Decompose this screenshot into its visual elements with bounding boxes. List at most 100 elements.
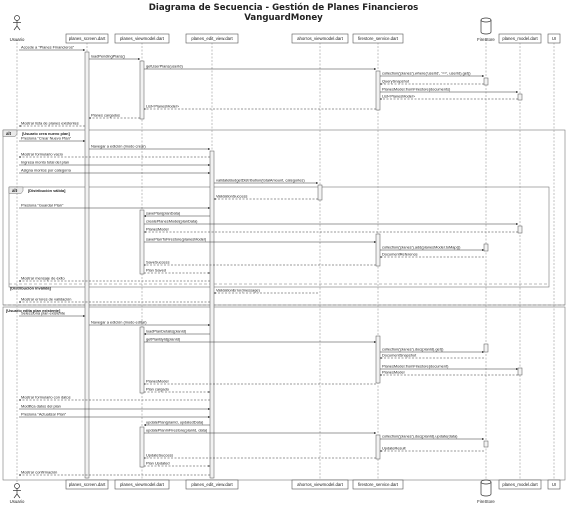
message-17: ValidationSuccess xyxy=(214,194,318,200)
message-31: Navegar a edición (modo editar) xyxy=(89,320,211,327)
message-27: Mostrar mensaje de éxito xyxy=(19,276,210,282)
message-45: collection('planes').doc(planId).update(… xyxy=(380,434,485,441)
message-label: collection('planes').doc(planId).get() xyxy=(382,347,444,352)
message-label: PlanesModel xyxy=(146,227,169,232)
activation-firestore xyxy=(375,233,381,267)
participant-label: planes_model.dart xyxy=(502,482,538,487)
message-23: collection('planes').add(planesModel.toM… xyxy=(380,245,485,252)
message-24: DocumentReference xyxy=(380,252,484,258)
diagram-title-line2: VanguardMoney xyxy=(244,13,323,23)
message-43: updatePlan(planId, updatedData) xyxy=(143,420,210,427)
message-label: Plan Saved xyxy=(146,268,166,273)
message-14: Ingresa monto total del plan xyxy=(19,160,211,167)
message-label: Presiona "Guardar Plan" xyxy=(21,203,64,208)
message-label: Plan cargado xyxy=(146,387,169,392)
message-label: PlanesModel xyxy=(146,379,169,384)
participant-box xyxy=(498,33,542,44)
participant-box xyxy=(185,479,239,490)
message-label: Ingresa monto total del plan xyxy=(21,160,69,165)
message-label: ValidationError(message) xyxy=(216,288,261,293)
message-label: UpdateSuccess xyxy=(146,453,173,458)
message-47: UpdateSuccess xyxy=(144,453,376,459)
message-label: Mostrar errores de validación xyxy=(21,297,71,302)
message-26: Plan Saved xyxy=(144,268,210,274)
fragment-condition-else: [Distribución inválida] xyxy=(10,286,52,291)
message-label: collection('planes').where('userId', '==… xyxy=(382,71,471,76)
message-32: loadPlanDetails(planId) xyxy=(143,329,210,336)
fragment-condition: [Usuario crea nuevo plan] xyxy=(22,131,70,136)
message-15: Asigna montos por categoría xyxy=(19,168,211,175)
participant-usuario-top: Usuario xyxy=(10,15,25,42)
activation-firestore xyxy=(375,434,381,460)
fragment-4: [Usuario edita plan existente] xyxy=(2,306,566,481)
message-37: PlanesModel xyxy=(380,370,518,376)
message-3: getUserPlans(userId) xyxy=(144,64,377,71)
message-label: UpdateResult xyxy=(382,446,406,451)
participant-model-bottom: planes_model.dart xyxy=(498,479,542,490)
diagram-title-line1: Diagrama de Secuencia - Gestión de Plane… xyxy=(148,3,419,13)
message-label: createPlanesModel(planData) xyxy=(146,219,198,224)
participant-viewmodel-bottom: planes_viewmodel.dart xyxy=(114,479,170,490)
actor-icon xyxy=(14,15,20,21)
message-20: createPlanesModel(planData) xyxy=(144,219,519,226)
message-8: List<PlanesModel> xyxy=(144,104,376,110)
database-icon xyxy=(480,20,492,35)
activation-screen xyxy=(84,51,90,479)
message-label: updatePlan(planId, updatedData) xyxy=(146,420,204,425)
participant-box xyxy=(65,479,109,490)
message-48: Plan Updated xyxy=(144,461,210,467)
participant-box xyxy=(291,33,349,44)
participant-label: planes_viewmodel.dart xyxy=(120,482,165,487)
message-label: List<PlanesModel> xyxy=(146,104,180,109)
participant-box xyxy=(65,33,109,44)
message-label: Planes cargados xyxy=(91,113,120,118)
message-label: savePlanToFirestore(planesModel) xyxy=(146,237,207,242)
participant-label: FireStore xyxy=(477,499,495,504)
message-44: updatePlanInFirestore(planId, data) xyxy=(144,428,377,435)
message-label: DocumentReference xyxy=(382,252,418,257)
participant-firestore-top: firestore_service.dart xyxy=(352,33,404,44)
message-label: QuerySnapshot xyxy=(382,79,410,84)
message-1: Accede a "Planes Financieros" xyxy=(19,45,86,52)
activation-firebase xyxy=(483,343,489,353)
participant-box xyxy=(114,479,170,490)
participant-viewmodel-top: planes_viewmodel.dart xyxy=(114,33,170,44)
message-22: savePlanToFirestore(planesModel) xyxy=(144,237,377,244)
activation-viewmodel xyxy=(139,60,145,120)
participant-label: UI xyxy=(552,482,556,487)
message-label: savePlan(planData) xyxy=(146,211,181,216)
message-46: UpdateResult xyxy=(380,446,484,452)
activation-viewmodel xyxy=(139,209,145,275)
participant-label: planes_edit_view.dart xyxy=(191,36,233,41)
activation-viewmodel xyxy=(139,326,145,394)
message-33: getPlanById(planId) xyxy=(144,337,377,344)
message-label: Plan Updated xyxy=(146,461,170,466)
message-9: Planes cargados xyxy=(89,113,140,119)
participant-box xyxy=(352,479,404,490)
fragment-frame xyxy=(2,306,566,481)
message-42: Presiona "Actualizar Plan" xyxy=(19,412,211,419)
message-36: PlanesModel.fromFirestore(document) xyxy=(380,364,519,371)
participant-box xyxy=(547,479,561,490)
activation-model xyxy=(517,93,523,101)
activation-model xyxy=(517,225,523,234)
participant-label: planes_screen.dart xyxy=(69,36,106,41)
participant-ahorros-bottom: ahorros_viewmodel.dart xyxy=(291,479,349,490)
diagram-title: Diagrama de Secuencia - Gestión de Plane… xyxy=(0,3,567,23)
message-label: updatePlanInFirestore(planId, data) xyxy=(146,428,208,433)
participant-model-top: planes_model.dart xyxy=(498,33,542,44)
message-label: Asigna montos por categoría xyxy=(21,168,72,173)
message-5: QuerySnapshot xyxy=(380,79,484,85)
participant-box xyxy=(291,479,349,490)
message-label: ValidationSuccess xyxy=(216,194,248,199)
fragment-2: alt[Distribución válida] xyxy=(8,186,550,288)
activation-firestore xyxy=(375,70,381,111)
participant-box xyxy=(498,479,542,490)
participant-label: ahorros_viewmodel.dart xyxy=(297,36,344,41)
participant-edit-bottom: planes_edit_view.dart xyxy=(185,479,239,490)
participant-label: UI xyxy=(552,36,556,41)
participant-firebase-top: FireStore xyxy=(477,17,495,42)
participant-screen-bottom: planes_screen.dart xyxy=(65,479,109,490)
participant-label: planes_model.dart xyxy=(502,36,538,41)
participant-ui-bottom: UI xyxy=(547,479,561,490)
